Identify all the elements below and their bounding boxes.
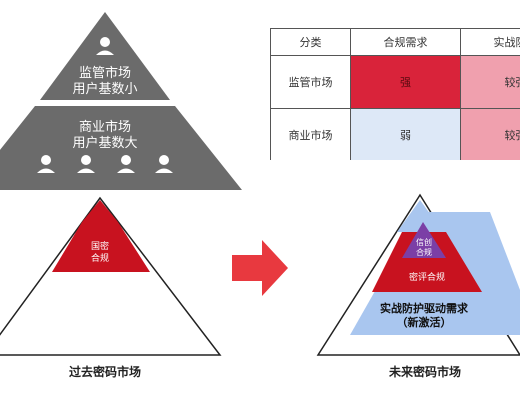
table-cell-compliance: 强 [350,55,461,109]
user-icon [155,155,173,173]
comparison-table: 分类 合规需求 实战防护 监管市场 强 较强 商业市场 弱 较强 [270,28,520,160]
xinchuang-compliance-layer [402,222,446,258]
transition-arrow-icon [232,240,288,296]
past-compliance-line1: 国密 [90,242,109,252]
regulated-market-label: 监管市场 用户基数小 [45,66,165,98]
table-header-cell: 实战防护 [460,28,520,56]
commercial-market-subtitle: 用户基数大 [72,136,138,151]
past-compliance-line2: 合规 [90,254,109,264]
future-market-caption: 未来密码市场 [388,365,461,379]
commercial-market-label: 商业市场 用户基数大 [45,120,165,152]
regulated-market-subtitle: 用户基数小 [72,82,138,97]
past-compliance-label: 国密 合规 [80,241,120,265]
defense-demand-peak [397,200,443,232]
defense-demand-line2: （新激活） [396,316,452,329]
user-icon [96,37,114,55]
table-header-row: 分类 合规需求 实战防护 [270,28,520,56]
pyramid-top-segment [40,12,170,100]
past-compliance-block [52,222,150,272]
table-row: 商业市场 弱 较强 [270,108,520,160]
past-market-caption: 过去密码市场 [68,365,141,379]
table-cell-defense: 较强 [460,108,520,160]
table-cell-compliance: 弱 [350,108,461,160]
regulated-market-title: 监管市场 [78,66,131,81]
pyramid-bottom-segment [0,106,242,190]
user-icon [77,155,95,173]
table-row: 监管市场 强 较强 [270,55,520,109]
user-icon [37,155,55,173]
xinchuang-line2: 合规 [416,248,432,257]
user-icon [117,155,135,173]
defense-demand-label: 实战防护驱动需求 （新激活） [362,302,486,330]
table-cell-category: 商业市场 [270,108,351,160]
evaluation-compliance-label: 密评合规 [408,273,445,283]
defense-demand-line1: 实战防护驱动需求 [380,302,468,315]
table-header-cell: 分类 [270,28,351,56]
xinchuang-line1: 信创 [416,238,432,247]
past-compliance-peak [82,200,118,222]
table-header-cell: 合规需求 [350,28,461,56]
evaluation-compliance-layer [372,232,482,292]
table-cell-category: 监管市场 [270,55,351,109]
table-cell-defense: 较强 [460,55,520,109]
xinchuang-compliance-label: 信创 合规 [404,238,444,258]
past-market-outline [0,196,222,356]
commercial-market-title: 商业市场 [78,120,131,135]
